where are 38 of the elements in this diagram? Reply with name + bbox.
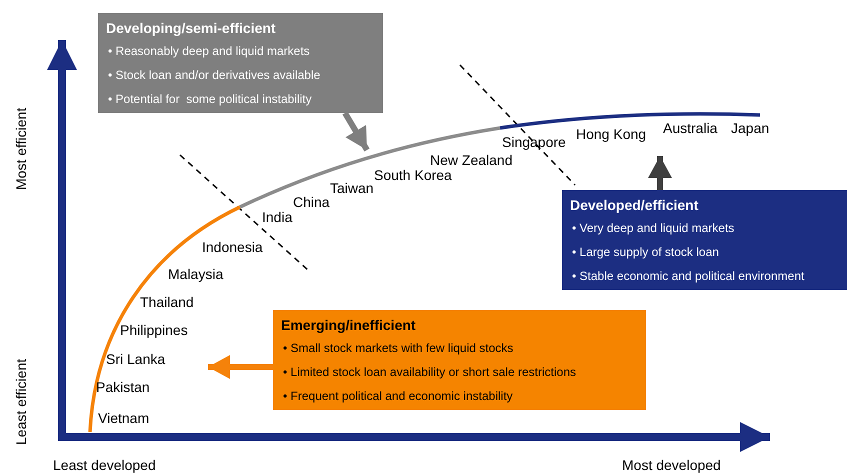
- country-label: Vietnam: [98, 410, 150, 427]
- arrow: [342, 111, 370, 152]
- bullet-text: • Small stock markets with few liquid stocks: [283, 341, 514, 355]
- country-label: Pakistan: [96, 379, 150, 396]
- country-label: Malaysia: [168, 266, 224, 283]
- bullet-text: • Very deep and liquid markets: [572, 221, 734, 235]
- country-label: India: [262, 209, 292, 226]
- bullet-text: • Stock loan and/or derivatives available: [108, 68, 320, 82]
- country-label: China: [293, 194, 330, 211]
- bullet-text: • Limited stock loan availability or short sale restrictions: [283, 365, 576, 379]
- bullet-text: • Potential for some political instability: [108, 92, 312, 106]
- box-heading: Developing/semi-efficient: [106, 19, 276, 37]
- info-box: [562, 190, 847, 290]
- country-label: South Korea: [374, 167, 452, 184]
- axis-label: Least developed: [53, 457, 156, 473]
- country-label: Singapore: [502, 134, 566, 151]
- bullet-text: • Frequent political and economic instability: [283, 389, 513, 403]
- country-label: Indonesia: [202, 239, 263, 256]
- country-label: Thailand: [140, 294, 194, 311]
- axis-label: Most developed: [622, 457, 721, 473]
- country-label: Taiwan: [330, 180, 374, 197]
- country-label: New Zealand: [430, 152, 512, 169]
- bullet-text: • Stable economic and political environment: [572, 269, 804, 283]
- axis-label: Least efficient: [13, 358, 30, 445]
- info-box: [98, 13, 383, 113]
- bullet-text: • Reasonably deep and liquid markets: [108, 44, 310, 58]
- axis-label: Most efficient: [13, 108, 30, 190]
- country-label: Sri Lanka: [106, 351, 166, 368]
- box-heading: Developed/efficient: [570, 196, 698, 214]
- arrow: [208, 355, 273, 379]
- bullet-text: • Large supply of stock loan: [572, 245, 719, 259]
- country-label: Japan: [731, 120, 770, 137]
- country-label: Hong Kong: [576, 126, 646, 143]
- info-box: [273, 310, 646, 410]
- country-label: Australia: [663, 120, 718, 137]
- box-heading: Emerging/inefficient: [281, 316, 416, 334]
- arrow: [648, 156, 672, 190]
- country-label: Philippines: [120, 322, 188, 339]
